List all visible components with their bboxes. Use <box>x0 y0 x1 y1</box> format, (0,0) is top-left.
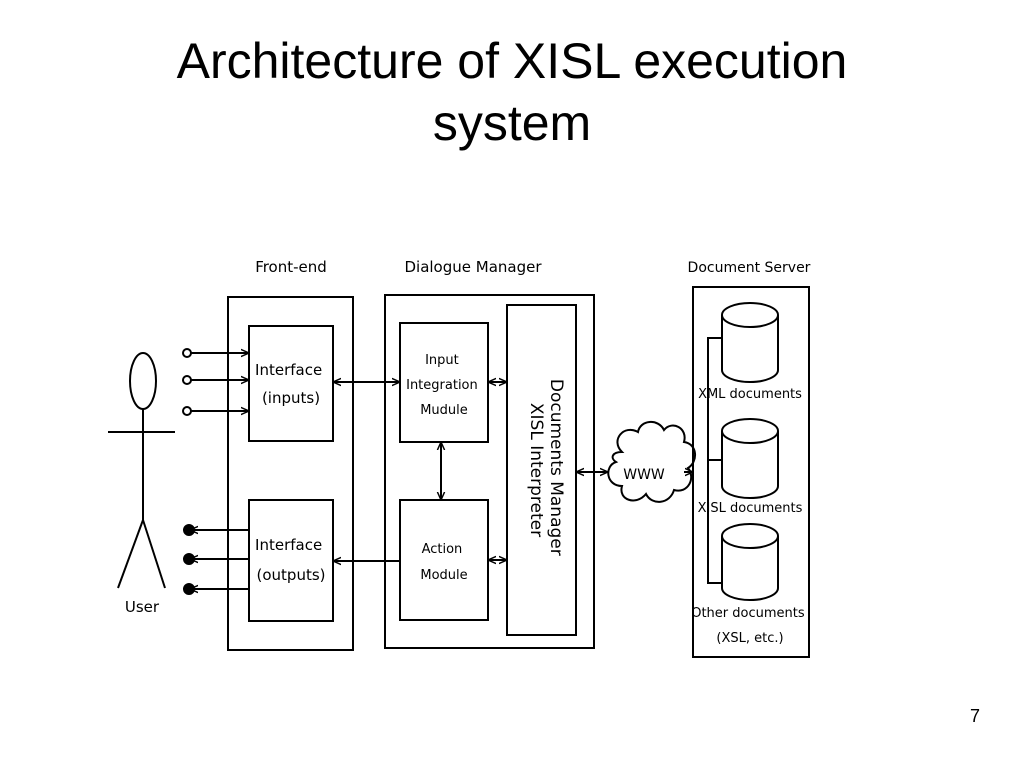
xisl-documents-label: XISL documents <box>698 501 803 516</box>
user-figure <box>108 352 175 589</box>
documents-manager-label: Documents Manager XISL Interpreter <box>526 379 566 561</box>
user-head <box>129 352 157 410</box>
xml-documents-label: XML documents <box>698 387 802 402</box>
other-documents-cylinder <box>721 523 779 601</box>
document-server-box <box>692 286 810 658</box>
action-module-label: Action Module <box>420 542 467 583</box>
user-label: User <box>125 598 160 616</box>
output-connectors <box>183 524 249 595</box>
slide-title-line-1: Architecture of XISL execution <box>176 33 848 89</box>
user-left-leg <box>117 519 144 589</box>
interface-inputs-box <box>248 325 334 442</box>
front-end-label: Front-end <box>255 258 327 276</box>
interface-inputs-label: Interface (inputs) <box>255 361 327 407</box>
slide-number: 7 <box>969 706 980 726</box>
interface-outputs-box <box>248 499 334 622</box>
dialogue-connections <box>333 382 507 561</box>
front-end-box <box>227 296 354 651</box>
interface-outputs-label: Interface (outputs) <box>255 536 327 584</box>
action-module-box <box>399 499 489 621</box>
www-cloud <box>607 421 696 503</box>
input-port-2 <box>182 375 192 385</box>
www-label: WWW <box>623 467 665 483</box>
slide-title-line-2: system <box>432 95 592 151</box>
other-documents-label: Other documents (XSL, etc.) <box>691 606 809 646</box>
input-port-1 <box>182 348 192 358</box>
user-right-leg <box>142 519 166 589</box>
input-integration-module-label: Input Integration Mudule <box>406 353 482 418</box>
input-connectors <box>182 348 249 416</box>
xml-documents-cylinder <box>721 302 779 383</box>
dialogue-manager-label: Dialogue Manager <box>404 258 542 276</box>
slide-title: Architecture of XISL execution system <box>0 30 1024 154</box>
input-port-3 <box>182 406 192 416</box>
xisl-documents-cylinder <box>721 418 779 499</box>
document-server-label: Document Server <box>688 260 811 276</box>
